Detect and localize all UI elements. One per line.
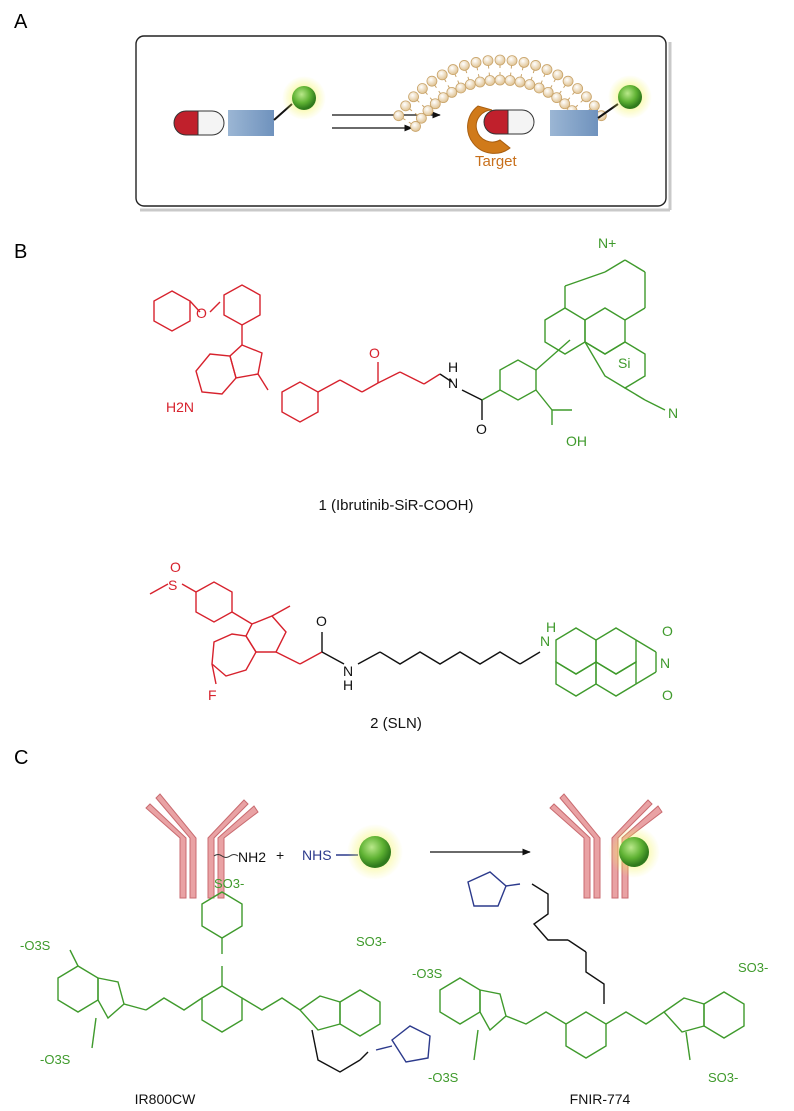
atom-o-amide1: O: [476, 421, 487, 437]
lipid-head-icon: [482, 55, 494, 67]
atom-si: Si: [618, 355, 630, 371]
atom-n-plus: N+: [598, 235, 616, 251]
atom-h2n: H2N: [166, 399, 194, 415]
lipid-head-icon: [464, 79, 476, 90]
lipid-head-icon: [422, 105, 434, 117]
ir800-so3-top: SO3-: [214, 876, 244, 891]
lipid-head-icon: [559, 98, 571, 110]
lipid-head-icon: [562, 75, 574, 87]
compound2-sulindac-structure: [149, 581, 323, 685]
lipid-head-icon: [410, 121, 421, 132]
atom-h-amide2: H: [343, 677, 353, 693]
fnir-so3-left: -O3S: [412, 966, 443, 981]
panel-a-frame: [135, 35, 667, 207]
antibody-right-icon: [549, 793, 663, 899]
atom-n-amide1: N: [448, 375, 458, 391]
atom-o-ether: O: [196, 305, 207, 321]
lipid-head-icon: [572, 83, 584, 94]
compound1-caption: 1 (Ibrutinib-SiR-COOH): [318, 497, 473, 514]
fnir-so3-right: SO3-: [738, 960, 768, 975]
lipid-head-icon: [494, 74, 506, 86]
lipid-head-icon: [504, 75, 516, 86]
atom-nme2: N: [668, 405, 678, 421]
lipid-head-icon: [458, 60, 470, 71]
lipid-head-icon: [581, 91, 592, 103]
lipid-head-icon: [429, 98, 441, 110]
lipid-head-icon: [436, 69, 448, 81]
ir800-so3-left: -O3S: [20, 938, 51, 953]
target-label: Target: [475, 153, 518, 170]
lipid-head-icon: [426, 75, 438, 87]
lipid-head-icon: [484, 75, 496, 86]
panel-c-label: C: [14, 747, 28, 769]
fnir774-nhs-ester: [467, 871, 521, 907]
ir800cw-structure: [57, 891, 381, 1049]
compound2-caption: 2 (SLN): [370, 715, 422, 732]
nh2-label: NH2: [238, 849, 266, 865]
ir800-so3-right: SO3-: [356, 934, 386, 949]
target-protein-icon: [467, 105, 511, 154]
atom-o-imide1: O: [662, 623, 673, 639]
antibody-left-icon: [145, 793, 259, 899]
fnir-so3-bottom-left: -O3S: [428, 1070, 459, 1085]
fluorophore-c-ball-icon: [359, 836, 391, 868]
fluorophore-ball-icon: [292, 86, 316, 110]
lipid-head-icon: [530, 60, 542, 71]
probe-right: [467, 75, 652, 154]
lipid-head-icon: [400, 100, 412, 112]
lipid-head-icon: [524, 79, 536, 90]
lipid-head-icon: [518, 57, 530, 68]
lipid-head-icon: [455, 82, 467, 94]
atom-n-imide: N: [660, 655, 670, 671]
lipid-head-icon: [437, 92, 449, 104]
lipid-head-icon: [552, 69, 564, 81]
lipid-head-icon: [541, 64, 553, 75]
lipid-head-icon: [494, 54, 506, 66]
atom-o-sulfoxide: O: [170, 559, 181, 575]
lipid-head-icon: [416, 83, 428, 94]
atom-s: S: [168, 577, 177, 593]
lipid-head-icon: [506, 55, 518, 67]
compound1-ibrutinib-structure: [153, 284, 441, 423]
atom-nh-n: N: [540, 633, 550, 649]
lipid-head-icon: [408, 91, 419, 103]
compound1-sir-structure: [481, 259, 666, 425]
atom-f: F: [208, 687, 217, 703]
atom-o-imide2: O: [662, 687, 673, 703]
atom-n-amide2: N: [343, 663, 353, 679]
fnir774-caption: FNIR-774: [570, 1091, 631, 1107]
nhs-label: NHS: [302, 847, 332, 863]
atom-nh-h: H: [546, 619, 556, 635]
lipid-head-icon: [393, 110, 405, 122]
lipid-head-icon: [542, 86, 554, 98]
fnir774-structure: [439, 977, 745, 1061]
ir800cw-nhs-ester: [375, 1025, 431, 1063]
ir800-so3-bottom: -O3S: [40, 1052, 71, 1067]
compound2-naphthalimide-structure: [555, 627, 657, 697]
panel-a-label: A: [14, 11, 28, 33]
atom-oh: OH: [566, 433, 587, 449]
fnir-so3-bottom-right: SO3-: [708, 1070, 738, 1085]
lipid-head-icon: [470, 57, 482, 68]
lipid-head-icon: [551, 92, 563, 104]
atom-o-acryl: O: [369, 345, 380, 361]
atom-o-amide2: O: [316, 613, 327, 629]
probe-left: [173, 76, 326, 136]
plus-sign: +: [276, 847, 284, 863]
lipid-head-icon: [533, 82, 545, 94]
lipid-head-icon: [447, 64, 459, 75]
panel-b-label: B: [14, 241, 27, 263]
ir800cw-caption: IR800CW: [135, 1091, 196, 1107]
lipid-head-icon: [446, 86, 458, 98]
lipid-head-icon: [474, 76, 486, 88]
lipid-head-icon: [415, 112, 427, 124]
atom-h-amide1: H: [448, 359, 458, 375]
lipid-head-icon: [588, 100, 600, 112]
lipid-head-icon: [514, 76, 526, 88]
